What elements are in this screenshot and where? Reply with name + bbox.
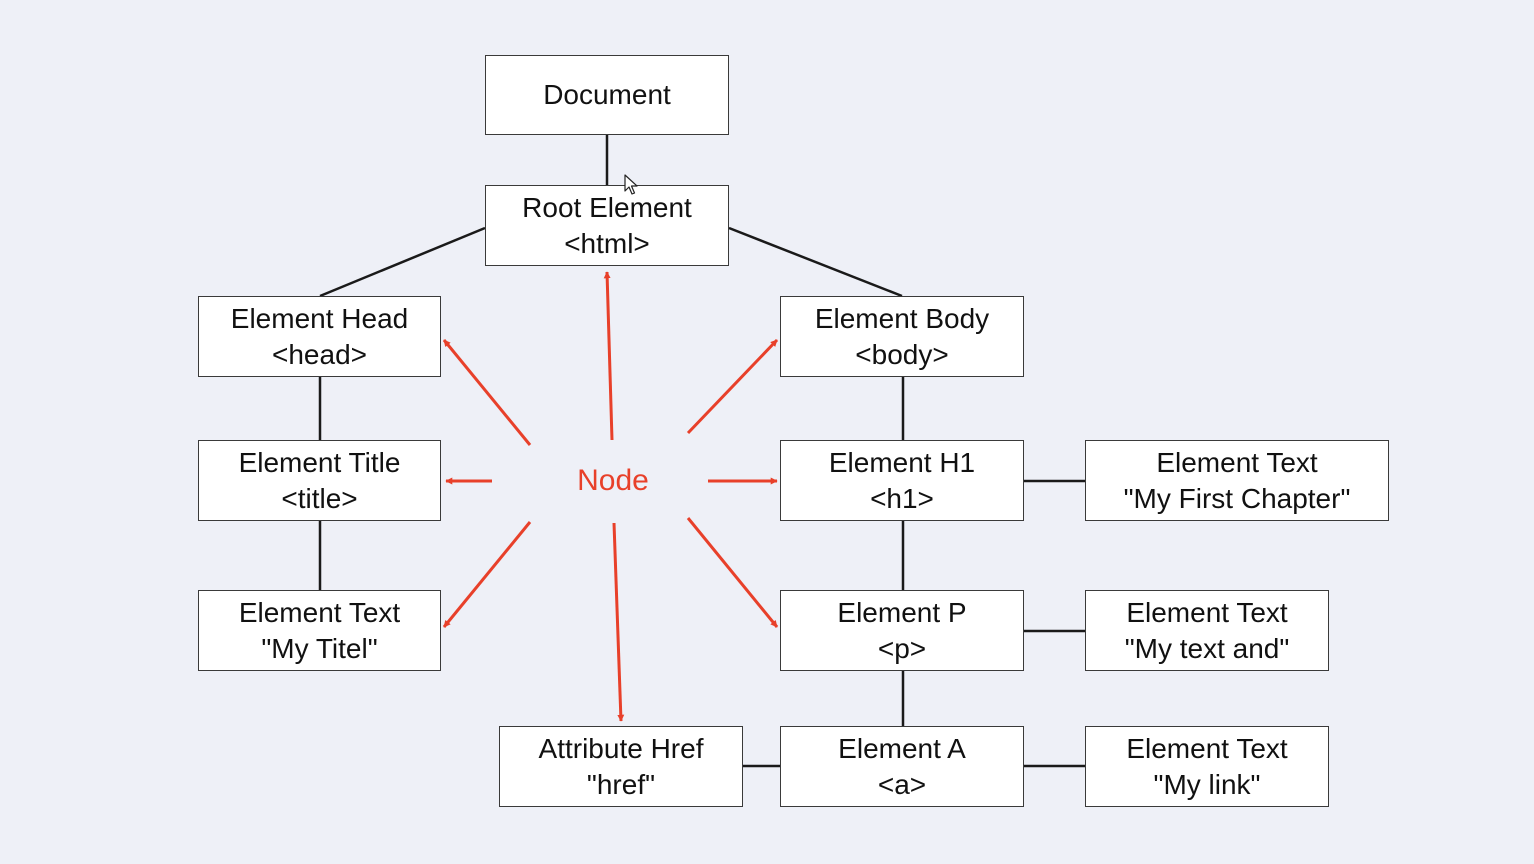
node-document-label: Document — [543, 79, 671, 110]
node-element-h1: Element H1 <h1> — [780, 440, 1024, 521]
node-title-tag: <title> — [281, 482, 358, 514]
node-p-text-label: Element Text — [1126, 596, 1288, 628]
node-element-title: Element Title <title> — [198, 440, 441, 521]
node-title-text-label: Element Text — [238, 596, 401, 628]
node-arrow-href — [612, 522, 625, 722]
node-p-text-value: "My text and" — [1124, 632, 1290, 664]
node-h1-text-value: "My First Chapter" — [1123, 482, 1351, 514]
node-center-label: Node — [577, 464, 649, 497]
node-p-tag: <p> — [877, 632, 927, 664]
node-head-label: Element Head — [230, 302, 409, 334]
node-arrow-p — [686, 517, 779, 628]
node-attribute-href: Attribute Href "href" — [499, 726, 743, 807]
node-arrow-root — [603, 271, 614, 441]
node-element-a: Element A <a> — [780, 726, 1024, 807]
node-h1-text-label: Element Text — [1156, 446, 1318, 478]
node-head-tag: <head> — [272, 338, 367, 370]
node-title-label: Element Title — [238, 446, 401, 478]
node-arrow-title-text — [442, 521, 532, 628]
node-a-text-value: "My link" — [1153, 768, 1261, 800]
node-h1-label: Element H1 — [828, 446, 976, 478]
node-href-value: "href" — [586, 768, 656, 800]
node-a-label: Element A — [838, 732, 966, 764]
node-element-text-a: Element Text "My link" — [1085, 726, 1329, 807]
node-arrow-body — [686, 338, 779, 435]
mouse-pointer-icon — [624, 174, 638, 195]
node-document: Document — [485, 55, 729, 135]
node-body-tag: <body> — [855, 338, 949, 370]
node-href-label: Attribute Href — [538, 732, 704, 764]
node-h1-tag: <h1> — [870, 482, 934, 514]
node-element-text-p: Element Text "My text and" — [1085, 590, 1329, 671]
node-p-label: Element P — [837, 596, 967, 628]
node-a-tag: <a> — [877, 768, 927, 800]
node-body-label: Element Body — [814, 302, 990, 334]
node-root-tag: <html> — [564, 227, 650, 259]
edge-root-head — [319, 226, 486, 298]
node-element-text-h1: Element Text "My First Chapter" — [1085, 440, 1389, 521]
node-root-element: Root Element <html> — [485, 185, 729, 266]
node-a-text-label: Element Text — [1126, 732, 1288, 764]
node-element-head: Element Head <head> — [198, 296, 441, 377]
edge-root-body — [728, 226, 903, 298]
node-element-text-title: Element Text "My Titel" — [198, 590, 441, 671]
node-title-text-value: "My Titel" — [261, 632, 378, 664]
node-element-body: Element Body <body> — [780, 296, 1024, 377]
node-arrow-head — [442, 339, 532, 446]
node-root-label: Root Element — [522, 191, 692, 223]
node-element-p: Element P <p> — [780, 590, 1024, 671]
